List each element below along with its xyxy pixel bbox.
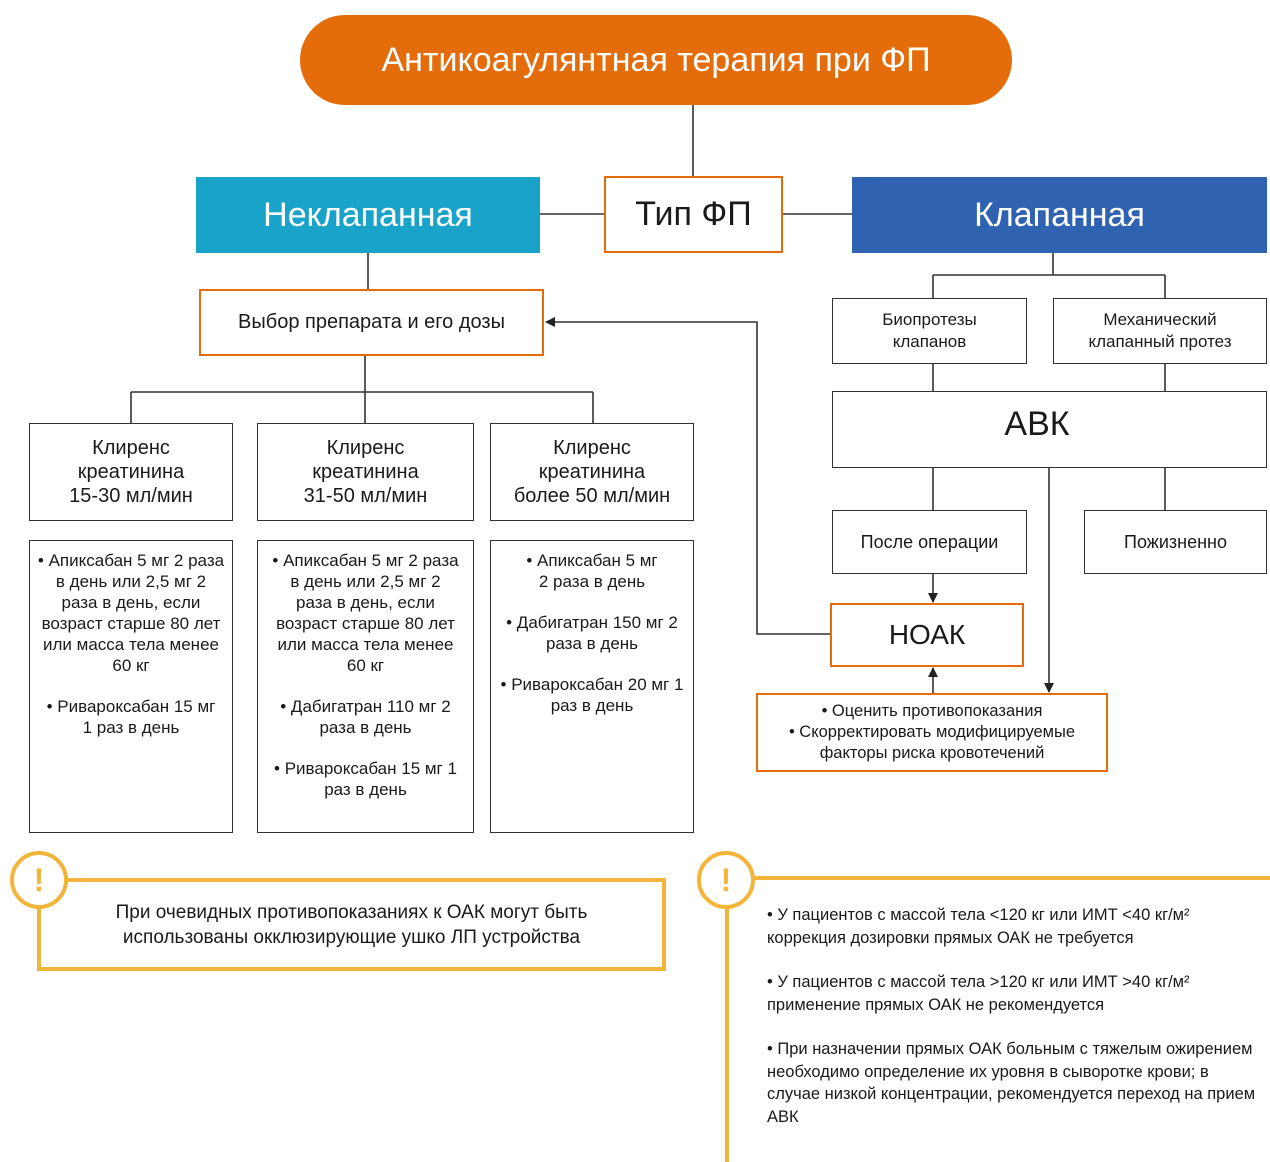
mechanical-valve-label: Механический клапанный протез [1088, 310, 1232, 351]
dosing-item: • Апиксабан 5 мг 2 раза в день или 2,5 м… [37, 551, 225, 675]
clearance-range: более 50 мл/мин [513, 485, 671, 507]
warning-item: • При назначении прямых ОАК больным с тя… [767, 1040, 1256, 1126]
dosing-item: • Ривароксабан 15 мг 1 раз в день [274, 759, 457, 799]
lifelong-node: Пожизненно [1084, 510, 1267, 574]
valvular-node: Клапанная [852, 177, 1267, 253]
noak-node: НОАК [830, 603, 1024, 667]
page-title: Антикоагулянтная терапия при ФП [300, 15, 1012, 105]
dosing-item: • Дабигатран 150 мг 2 раза в день [506, 613, 678, 653]
mechanical-valve-node: Механический клапанный протез [1053, 298, 1267, 364]
clearance-range: 31-50 мл/мин [303, 485, 428, 507]
dosing-item: • Апиксабан 5 мг 2 раза в день или 2,5 м… [272, 551, 459, 675]
clearance-label: креатинина [538, 461, 646, 483]
clearance-range: 15-30 мл/мин [69, 485, 193, 507]
dosing-list-15-30: • Апиксабан 5 мг 2 раза в день или 2,5 м… [29, 540, 233, 833]
assess-risks-node: • Оценить противопоказания • Скорректиро… [756, 693, 1108, 772]
af-type-node: Тип ФП [604, 176, 783, 253]
warning-box-right: • У пациентов с массой тела <120 кг или … [767, 904, 1263, 1150]
dosing-item: • Апиксабан 5 мг 2 раза в день [526, 551, 658, 591]
assess-item: • Скорректировать модифицируемые факторы… [788, 723, 1076, 762]
clearance-label: Клиренс [92, 437, 170, 459]
bioprosthesis-label: Биопротезы клапанов [882, 310, 977, 351]
assess-item: • Оценить противопоказания [821, 702, 1043, 720]
clearance-label: Клиренс [553, 437, 631, 459]
drug-choice-node: Выбор препарата и его дозы [199, 289, 544, 356]
dosing-item: • Ривароксабан 20 мг 1 раз в день [500, 675, 684, 715]
warning-icon: ! [697, 851, 755, 909]
dosing-list-31-50: • Апиксабан 5 мг 2 раза в день или 2,5 м… [257, 540, 474, 833]
clearance-label: креатинина [312, 461, 419, 483]
clearance-label: креатинина [77, 461, 185, 483]
warning-item: • У пациентов с массой тела <120 кг или … [767, 906, 1190, 947]
dosing-list-over-50: • Апиксабан 5 мг 2 раза в день • Дабигат… [490, 540, 694, 833]
bioprosthesis-node: Биопротезы клапанов [832, 298, 1027, 364]
clearance-label: Клиренс [326, 437, 405, 459]
dosing-item: • Ривароксабан 15 мг 1 раз в день [46, 697, 216, 737]
after-surgery-node: После операции [832, 510, 1027, 574]
warning-text: При очевидных противопоказаниях к ОАК мо… [115, 901, 588, 948]
avk-label: АВК [1004, 405, 1070, 443]
nonvalvular-node: Неклапанная [196, 177, 540, 253]
avk-node: АВК [832, 391, 1267, 468]
warning-item: • У пациентов с массой тела >120 кг или … [767, 973, 1190, 1014]
warning-icon: ! [10, 851, 68, 909]
dosing-item: • Дабигатран 110 мг 2 раза в день [280, 697, 451, 737]
warning-box-left: При очевидных противопоказаниях к ОАК мо… [37, 878, 666, 971]
